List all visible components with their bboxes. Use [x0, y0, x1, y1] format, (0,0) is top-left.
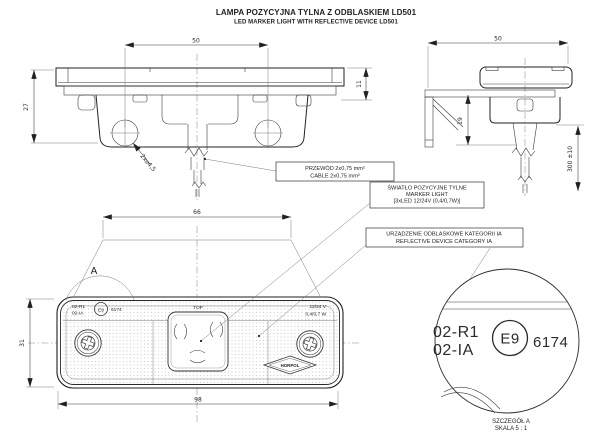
cable-callout-line2: CABLE 2x0,75 mm²: [310, 174, 360, 180]
dimension-side-height: 27: [23, 69, 98, 144]
front-view: 66: [19, 209, 360, 422]
reflective-line2: REFLECTIVE DEVICE CATEGORY IA: [396, 239, 492, 245]
face-approval-number: 6174: [111, 307, 122, 313]
dimension-front-height: 31: [19, 298, 54, 388]
face-markings: 02-R1 02-IA E9 6174 TOP 12/24 V 0,4/0,7 …: [72, 302, 327, 375]
screw-icon: [74, 329, 102, 357]
break-symbol: [511, 147, 536, 157]
cable-stem: [184, 124, 209, 197]
drawing-subtitle: LED MARKER LIGHT WITH REFLECTIVE DEVICE …: [234, 20, 398, 26]
horpol-logo: HORPOL: [262, 355, 318, 375]
dimension-cable-length: 300 ±10: [556, 124, 584, 192]
e-mark-icon: [491, 319, 529, 357]
marker-light-callout-box: [369, 181, 485, 209]
dim-bracket-width-label: 50: [494, 36, 502, 43]
face-approval-line2: 02-IA: [72, 311, 84, 317]
holes-callout-label: 2x⌀4,5: [138, 153, 157, 173]
marker-light-callout: ŚWIATŁO POZYCYJNE TYLNE MARKER LIGHT [3x…: [369, 181, 485, 209]
marker-light-line3: [3xLED 12/24V (0,4/0,7W)]: [394, 199, 461, 205]
detail-caption-title: SZCZEGÓŁ A: [492, 418, 530, 425]
marker-light-line2: MARKER LIGHT: [406, 192, 449, 198]
detail-approval-number: 6174: [533, 334, 568, 351]
e-mark-icon: [94, 302, 108, 316]
detail-e-mark: E9: [500, 331, 519, 348]
detail-caption-scale: SKALA 5 : 1: [495, 426, 528, 432]
dim-side-width-label: 50: [192, 38, 200, 45]
dim-front-width-label: 98: [194, 397, 202, 404]
side-view: 50 27 11 2x⌀4,5 PRZEWÓD 2x0,75 mm² CABLE: [23, 38, 395, 200]
break-symbol: [191, 181, 207, 189]
detail-view: 02-R1 02-IA E9 6174 SZCZEGÓŁ A SKALA 5 :…: [433, 268, 580, 432]
face-voltage: 12/24 V: [309, 304, 326, 310]
break-symbol: [184, 147, 209, 157]
reflective-line1: URZĄDZENIE ODBLASKOWE KATEGORII IA: [386, 232, 502, 238]
detail-approval-line2: 02-IA: [433, 342, 474, 359]
dimension-bracket-height: 19: [456, 94, 517, 146]
led-symbol-icon: [209, 321, 224, 338]
title-block: LAMPA POZYCYJNA TYLNA Z ODBLASKIEM LD501…: [216, 8, 417, 26]
face-approval-line1: 02-R1: [72, 304, 85, 310]
face-e-mark: E9: [98, 308, 104, 314]
marker-light-line1: ŚWIATŁO POZYCYJNE TYLNE: [387, 184, 467, 192]
drawing-title: LAMPA POZYCYJNA TYLNA Z ODBLASKIEM LD501: [216, 8, 417, 17]
cable-callout-box: [275, 161, 395, 182]
screw-icon: [296, 330, 324, 358]
detail-approval-line1: 02-R1: [433, 324, 479, 341]
bracket-view: 50 19 300 ±10: [424, 36, 584, 196]
dimension-front-lens-width: 66: [102, 209, 292, 238]
dimension-front-width: 98: [57, 391, 339, 409]
dim-bracket-height-label: 19: [457, 117, 464, 125]
cable-callout: PRZEWÓD 2x0,75 mm² CABLE 2x0,75 mm²: [203, 157, 395, 182]
dim-lens-height-label: 11: [356, 80, 363, 88]
led-window: [167, 311, 229, 372]
reflective-device-callout-box: [365, 227, 524, 248]
dimension-side-width: 50: [124, 38, 269, 128]
cable-stem: [511, 122, 538, 193]
led-symbol-icon: [189, 349, 206, 364]
face-power: 0,4/0,7 W: [305, 312, 326, 318]
detail-circle: [434, 268, 580, 414]
brand-label: HORPOL: [281, 363, 300, 368]
dim-cable-length-label: 300 ±10: [567, 146, 574, 172]
face-top-marking: TOP: [193, 305, 203, 311]
break-symbol: [517, 175, 533, 183]
led-symbol-icon: [173, 323, 188, 340]
dimension-lens-height: 11: [341, 67, 372, 101]
dim-front-height-label: 31: [19, 339, 26, 347]
detail-reference: A: [65, 266, 135, 301]
holes-callout: 2x⌀4,5: [132, 142, 157, 173]
detail-letter-label: A: [91, 266, 98, 277]
dim-side-height-label: 27: [23, 103, 30, 111]
cable-callout-line1: PRZEWÓD 2x0,75 mm²: [305, 165, 365, 172]
dimension-bracket-width: 50: [427, 36, 569, 88]
reflective-device-callout: URZĄDZENIE ODBLASKOWE KATEGORII IA REFLE…: [365, 227, 524, 248]
dim-front-lens-width-label: 66: [193, 209, 201, 216]
